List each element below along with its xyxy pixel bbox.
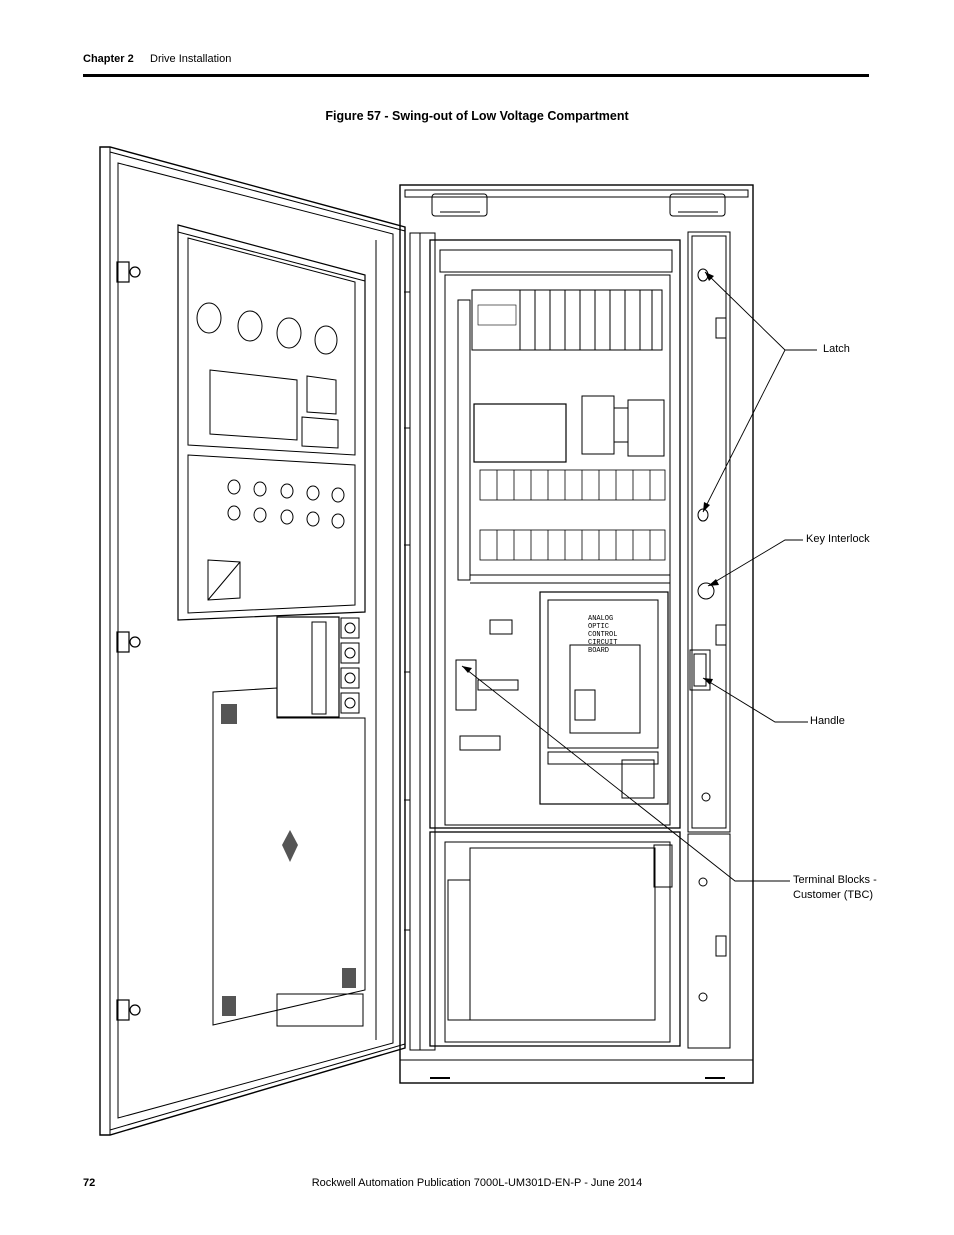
leader-lines [461, 271, 817, 882]
board-label: ANALOG OPTIC CONTROL CIRCUIT BOARD [588, 615, 617, 655]
board-label-line: CIRCUIT [588, 639, 617, 647]
cabinet-body [399, 184, 754, 1084]
figure-caption: Figure 57 - Swing-out of Low Voltage Com… [325, 109, 629, 123]
board-label-line: ANALOG [588, 615, 613, 623]
board-label-line: BOARD [588, 647, 609, 655]
callout-terminal-blocks-line2: Customer (TBC) [793, 889, 874, 901]
page-number: 72 [83, 1177, 96, 1189]
callout-terminal-blocks-line1: Terminal Blocks - [793, 874, 877, 886]
chapter-label: Chapter 2 [83, 53, 134, 65]
board-label-line: CONTROL [588, 631, 617, 639]
callout-latch: Latch [823, 343, 850, 355]
header-rule [83, 74, 869, 77]
callout-key-interlock: Key Interlock [806, 533, 870, 545]
swung-door [99, 146, 410, 1136]
callout-terminal-blocks: Terminal Blocks - Customer (TBC) [793, 873, 877, 903]
board-label-line: OPTIC [588, 623, 609, 631]
callout-handle: Handle [810, 715, 845, 727]
publication-footer: Rockwell Automation Publication 7000L-UM… [311, 1177, 643, 1189]
leader-arrowheads [462, 272, 719, 685]
section-title: Drive Installation [150, 53, 232, 65]
